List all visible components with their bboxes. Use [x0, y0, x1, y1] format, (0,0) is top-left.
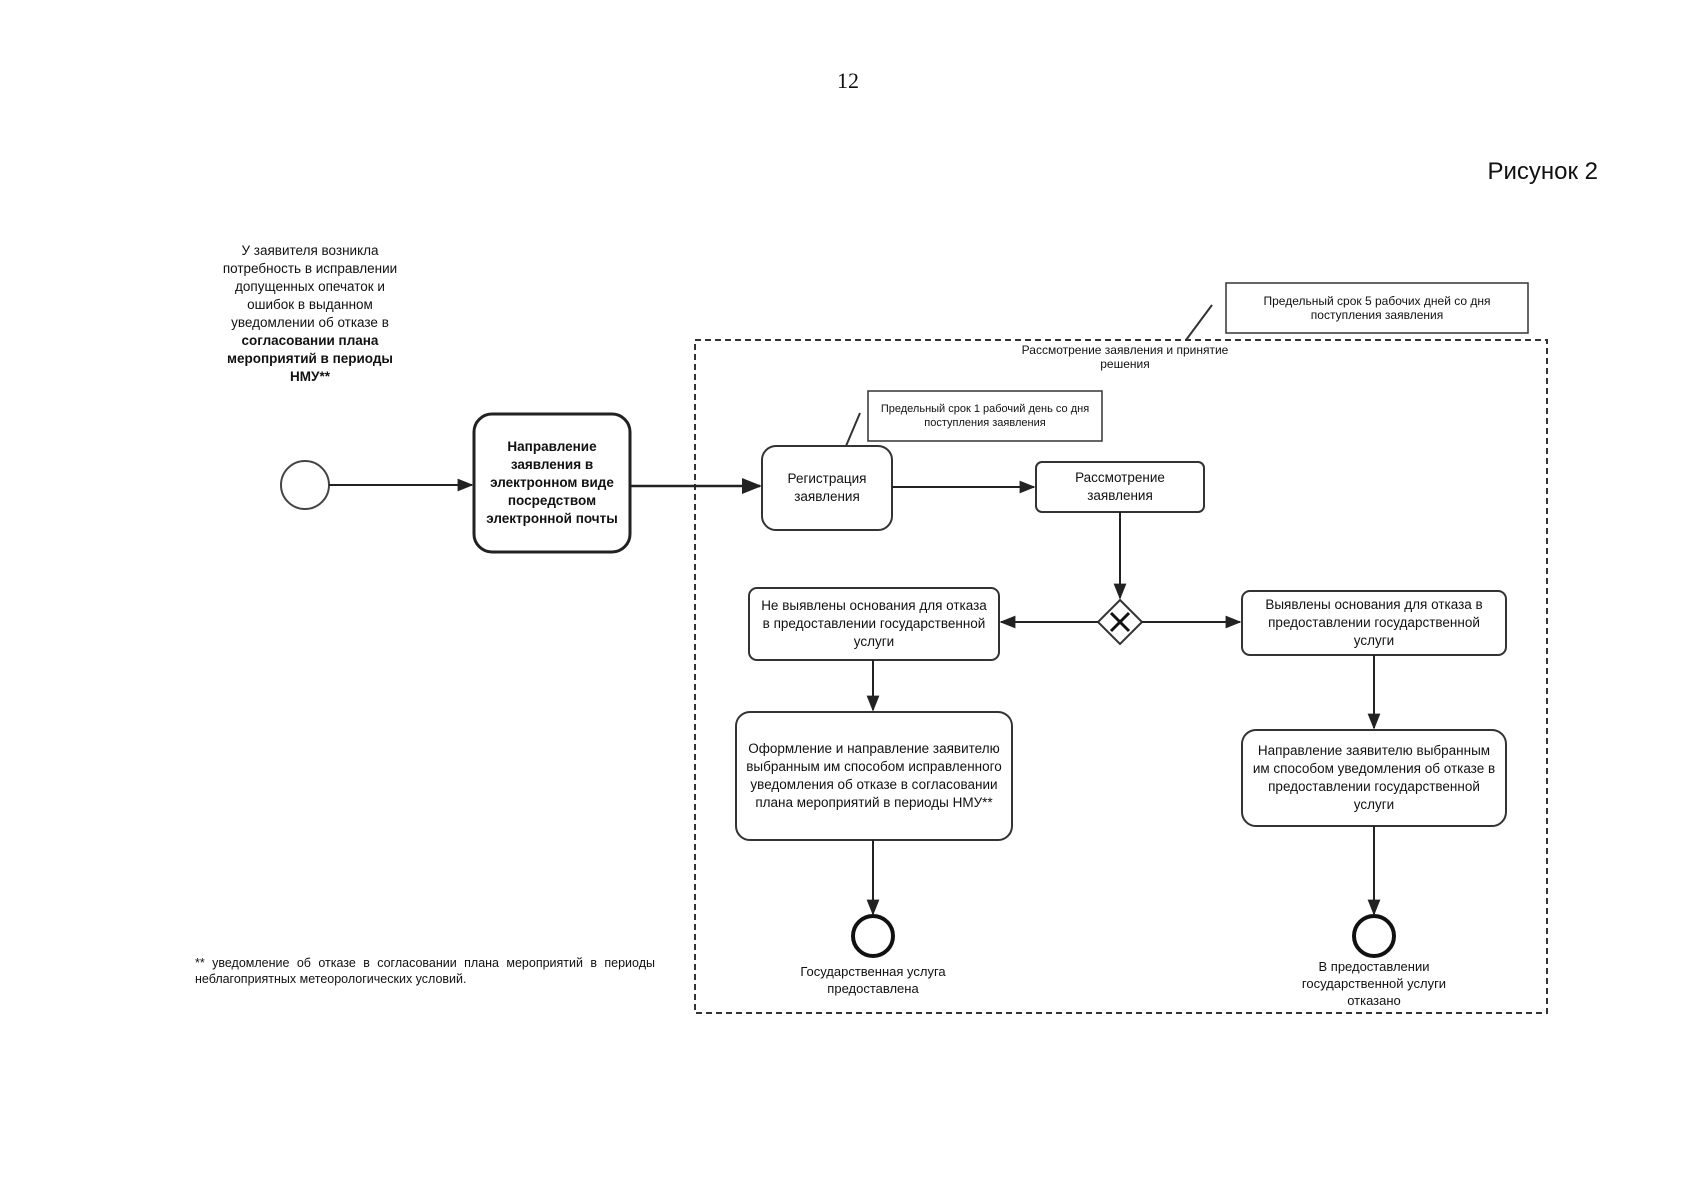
page-number: 12 [837, 68, 859, 93]
no-grounds-task-label: Не выявлены основания для отказа в предо… [761, 598, 987, 649]
registration-deadline-connector [845, 412, 861, 447]
send-application-task-box [472, 412, 632, 554]
send-refusal-task-label: Направление заявителю выбранным им спосо… [1252, 743, 1496, 812]
figure-label: Рисунок 2 [1487, 158, 1598, 185]
end-event-refused-label: В предоставлении государственной услуги … [1301, 959, 1447, 1008]
issue-correction-task-label: Оформление и направление заявителю выбра… [746, 741, 1002, 810]
group-deadline-annotation-box [1225, 282, 1529, 334]
review-task-label: Рассмотрение заявления [1075, 470, 1165, 503]
end-event-provided-label: Государственная услуга предоставлена [800, 964, 946, 996]
footnote: ** уведомление об отказе в согласовании … [195, 956, 655, 986]
process-group-frame [694, 339, 1548, 1014]
start-event-label: У заявителя возникла потребность в испра… [222, 242, 398, 386]
grounds-found-task-label: Выявлены основания для отказа в предоста… [1265, 597, 1483, 648]
registration-task-label: Регистрация заявления [787, 471, 867, 504]
start-event-text: У заявителя возникла потребность в испра… [222, 243, 398, 330]
end-event-provided-circle [851, 914, 895, 958]
registration-deadline-annotation-box [867, 390, 1103, 442]
group-deadline-connector [1185, 304, 1213, 341]
x-gateway-icon [1109, 611, 1131, 633]
start-event-circle [280, 460, 330, 510]
send-application-task-label: Направление заявления в электронном виде… [486, 439, 618, 526]
group-deadline-annotation: Предельный срок 5 рабочих дней со дня по… [1263, 294, 1491, 322]
end-event-refused-circle [1352, 914, 1396, 958]
start-event-text-bold: согласовании плана мероприятий в периоды… [227, 333, 393, 384]
registration-deadline-annotation: Предельный срок 1 рабочий день со дня по… [880, 403, 1090, 429]
process-group-label: Рассмотрение заявления и принятие решени… [1021, 343, 1229, 371]
